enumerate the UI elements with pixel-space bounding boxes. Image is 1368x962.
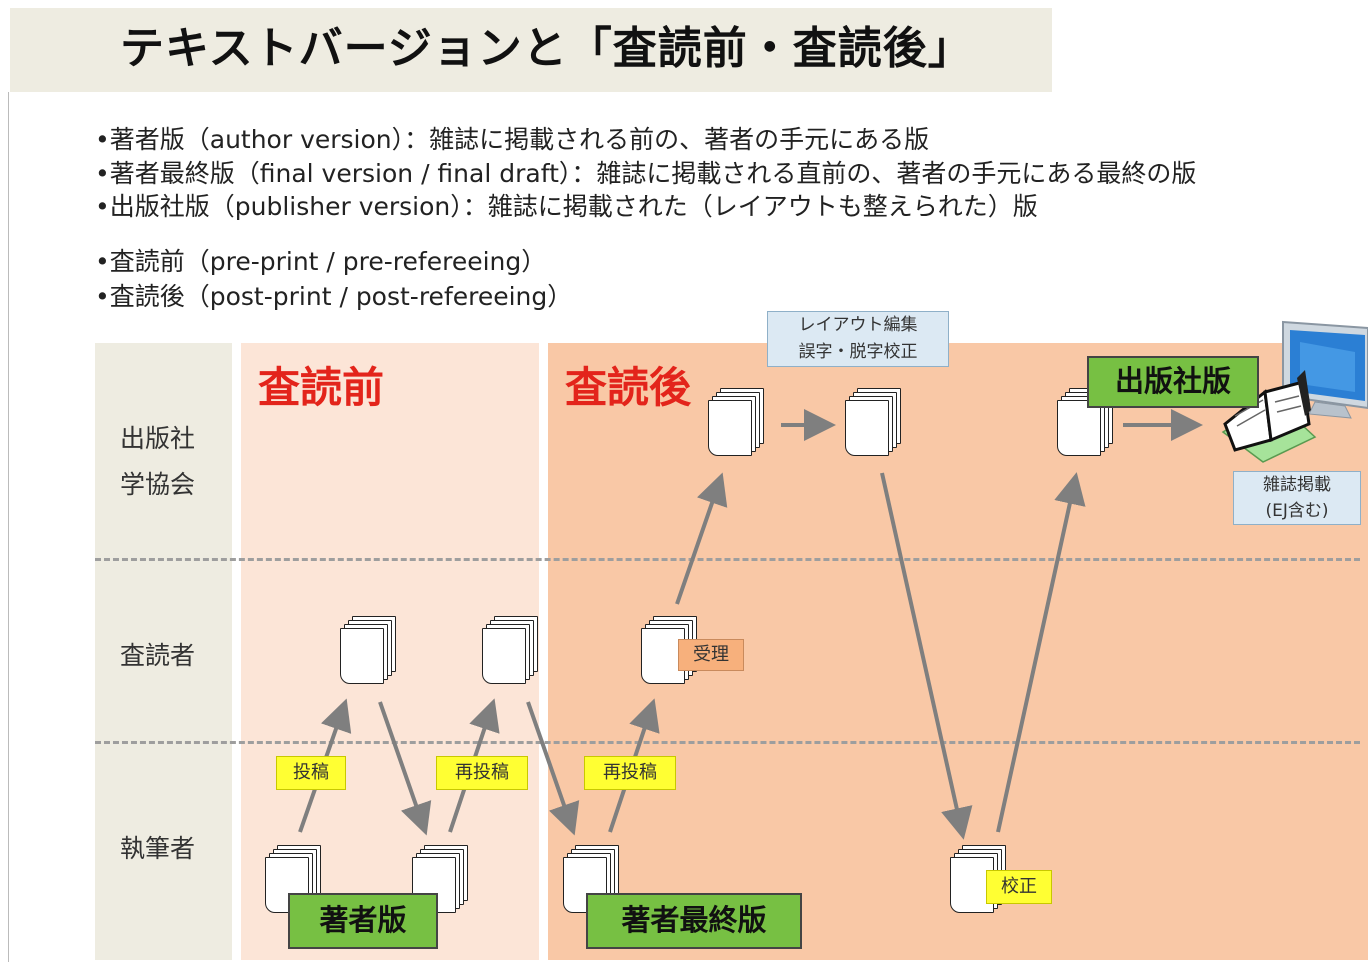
label-proof: 校正 (986, 870, 1052, 904)
role-publisher-line1: 出版社 (120, 424, 196, 453)
title-bar (10, 8, 1052, 92)
monitor-icon (1282, 320, 1368, 419)
note-journal-line2: (EJ含む) (1265, 501, 1329, 521)
role-publisher: 出版社 学協会 (120, 416, 195, 508)
label-resubmit-1: 再投稿 (436, 756, 528, 790)
role-author: 執筆者 (120, 834, 196, 863)
lane-divider-bottom (95, 741, 1360, 744)
role-column (95, 343, 232, 960)
page-title: テキストバージョンと「査読前・査読後」 (120, 23, 973, 74)
label-resubmit-2: 再投稿 (584, 756, 676, 790)
role-publisher-line2: 学協会 (120, 470, 196, 499)
note-layout-edit: レイアウト編集 誤字・脱字校正 (767, 311, 949, 367)
document-stack-icon (340, 616, 396, 686)
lane-divider-top (95, 558, 1360, 561)
definition-post-print: •査読後（post-print / post-refereeing） (95, 282, 573, 311)
label-submit: 投稿 (276, 756, 346, 790)
document-stack-icon (482, 616, 538, 686)
definition-final-version: •著者最終版（final version / final draft）：雑誌に掲… (95, 159, 1197, 188)
label-accepted: 受理 (678, 639, 744, 671)
left-divider (8, 92, 9, 962)
note-layout-line1: レイアウト編集 (798, 315, 918, 335)
document-stack-icon (708, 388, 764, 458)
note-layout-line2: 誤字・脱字校正 (798, 342, 918, 362)
phase-post-review: 査読後 (565, 363, 692, 412)
version-publisher: 出版社版 (1087, 356, 1259, 408)
definition-publisher-version: •出版社版（publisher version）：雑誌に掲載された（レイアウトも… (95, 192, 1038, 221)
definition-author-version: •著者版（author version）：雑誌に掲載される前の、著者の手元にある… (95, 125, 930, 154)
note-journal-publication: 雑誌掲載 (EJ含む) (1233, 471, 1361, 525)
note-journal-line1: 雑誌掲載 (1263, 475, 1331, 495)
role-reviewer: 査読者 (120, 641, 196, 670)
version-author: 著者版 (288, 893, 438, 949)
phase-pre-review: 査読前 (258, 363, 385, 412)
document-stack-icon (845, 388, 901, 458)
definition-pre-print: •査読前（pre-print / pre-refereeing） (95, 247, 547, 276)
version-final: 著者最終版 (586, 893, 802, 949)
